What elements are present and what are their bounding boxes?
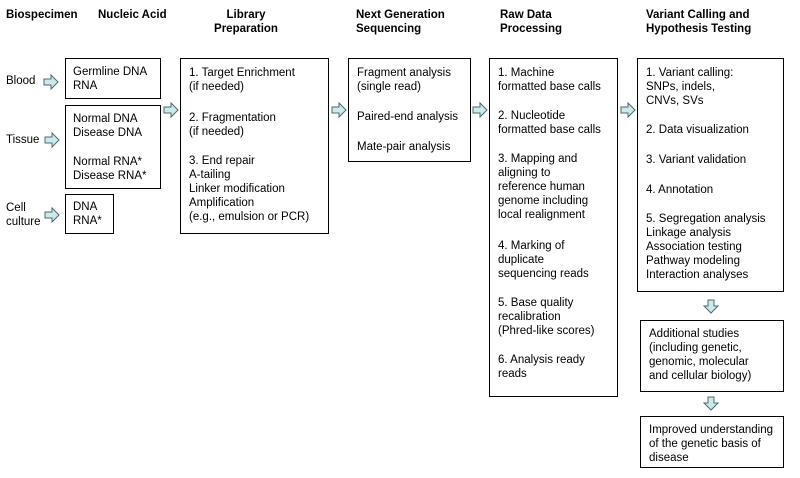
arrow-to-improved-understanding <box>703 396 719 411</box>
variant-step-3: 3. Variant validation <box>646 154 747 166</box>
library-step-1: 1. Target Enrichment (if needed) <box>189 67 295 93</box>
variant-step-1: 1. Variant calling: SNPs, indels, CNVs, … <box>646 67 734 107</box>
nucleic-cell-text: DNA RNA* <box>73 201 102 227</box>
variant-step-2: 2. Data visualization <box>646 124 749 136</box>
variant-calling-box: 1. Variant calling: SNPs, indels, CNVs, … <box>637 58 784 292</box>
header-biospecimen: Biospecimen <box>6 9 78 21</box>
raw-step-2: 2. Nucleotide formatted base calls <box>498 110 601 136</box>
header-variant-calling: Variant Calling and Hypothesis Testing <box>646 9 752 35</box>
arrow-to-ngs <box>331 102 347 118</box>
library-step-2: 2. Fragmentation (if needed) <box>189 112 276 138</box>
arrow-to-variant <box>620 102 636 118</box>
ngs-mate-pair: Mate-pair analysis <box>357 141 451 153</box>
header-nucleic-acid: Nucleic Acid <box>98 9 167 21</box>
arrow-blood <box>43 74 59 90</box>
nucleic-tissue-rna-text: Normal RNA* Disease RNA* <box>73 156 147 182</box>
specimen-cell-culture: Cell culture <box>6 202 41 228</box>
raw-data-processing-box: 1. Machine formatted base calls 2. Nucle… <box>489 58 618 397</box>
arrow-tissue <box>44 132 60 148</box>
library-step-3: 3. End repair A-tailing Linker modificat… <box>189 155 310 223</box>
header-raw-data-processing: Raw Data Processing <box>500 9 562 35</box>
nucleic-blood-text: Germline DNA RNA <box>73 66 148 92</box>
additional-studies-text: Additional studies (including genetic, g… <box>649 328 752 382</box>
ngs-box: Fragment analysis (single read) Paired-e… <box>348 58 471 162</box>
arrow-to-library <box>163 102 179 118</box>
variant-step-5: 5. Segregation analysis Linkage analysis… <box>646 213 766 281</box>
specimen-blood: Blood <box>6 75 36 87</box>
nucleic-blood-box: Germline DNA RNA <box>65 58 161 99</box>
arrow-to-additional-studies <box>703 299 719 314</box>
improved-understanding-box: Improved understanding of the genetic ba… <box>640 416 784 468</box>
raw-step-5: 5. Base quality recalibration (Phred-lik… <box>498 297 595 337</box>
nucleic-tissue-dna-text: Normal DNA Disease DNA <box>73 113 143 139</box>
raw-step-6: 6. Analysis ready reads <box>498 354 585 380</box>
arrow-cell-culture <box>44 207 60 223</box>
variant-step-4: 4. Annotation <box>646 184 714 196</box>
arrow-to-raw-data <box>472 102 488 118</box>
nucleic-tissue-box: Normal DNA Disease DNA Normal RNA* Disea… <box>65 105 161 189</box>
additional-studies-box: Additional studies (including genetic, g… <box>640 320 784 392</box>
ngs-fragment-analysis: Fragment analysis (single read) <box>357 67 451 93</box>
nucleic-cell-box: DNA RNA* <box>65 194 114 234</box>
improved-understanding-text: Improved understanding of the genetic ba… <box>649 424 774 464</box>
ngs-paired-end: Paired-end analysis <box>357 111 459 123</box>
raw-step-4: 4. Marking of duplicate sequencing reads <box>498 240 589 280</box>
raw-step-3: 3. Mapping and aligning to reference hum… <box>498 153 589 221</box>
raw-step-1: 1. Machine formatted base calls <box>498 67 601 93</box>
library-preparation-box: 1. Target Enrichment (if needed) 2. Frag… <box>180 58 329 234</box>
header-next-generation-sequencing: Next Generation Sequencing <box>356 9 445 35</box>
header-library-preparation: Library Preparation <box>214 9 278 35</box>
specimen-tissue: Tissue <box>6 134 40 146</box>
